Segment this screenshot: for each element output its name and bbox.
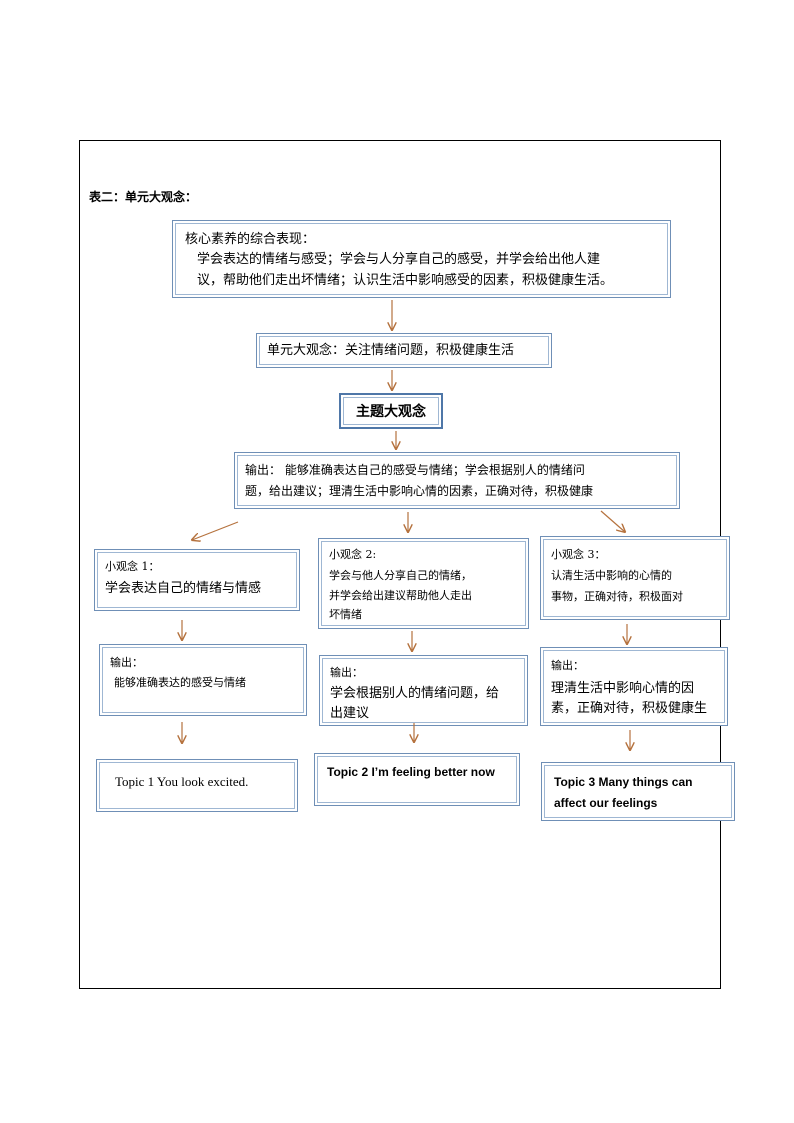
core-line-1: 学会表达的情绪与感受；学会与人分享自己的感受，并学会给出他人建 <box>197 252 601 267</box>
theme-big-idea-box: 主题大观念 <box>339 393 443 429</box>
output-1-line-1: 能够准确表达的感受与情绪 <box>114 676 246 689</box>
main-output-line-2: 题，给出建议；理清生活中影响心情的因素，正确对待，积极健康 <box>245 484 594 498</box>
unit-big-idea-box: 单元大观念：关注情绪问题，积极健康生活 <box>256 333 552 368</box>
output-3-title: 输出： <box>551 659 584 672</box>
output-3-box: 输出： 理清生活中影响心情的因 素，正确对待，积极健康生 <box>540 647 728 726</box>
output-1-title: 输出： <box>110 656 143 669</box>
core-competency-box: 核心素养的综合表现： 学会表达的情绪与感受；学会与人分享自己的感受，并学会给出他… <box>172 220 671 298</box>
small-idea-2-line-3: 坏情绪 <box>329 608 362 621</box>
small-idea-1-box: 小观念 1： 学会表达自己的情绪与情感 <box>94 549 300 611</box>
topic-3-box: Topic 3 Many things can affect our feeli… <box>541 762 735 821</box>
small-idea-3-line-1: 认清生活中影响的心情的 <box>551 569 672 582</box>
main-output-line-1: 输出： 能够准确表达自己的感受与情绪；学会根据别人的情绪问 <box>245 463 585 477</box>
output-2-line-1: 学会根据别人的情绪问题，给 <box>330 686 500 701</box>
topic-3-line-1: Topic 3 Many things can <box>554 775 693 789</box>
small-idea-2-line-1: 学会与他人分享自己的情绪， <box>329 569 472 582</box>
small-idea-2-line-2: 并学会给出建议帮助他人走出 <box>329 589 472 602</box>
small-idea-3-box: 小观念 3： 认清生活中影响的心情的 事物，正确对待，积极面对 <box>540 536 730 620</box>
arrow-output-to-idea-1 <box>192 521 239 540</box>
unit-big-idea-text: 单元大观念：关注情绪问题，积极健康生活 <box>267 343 515 358</box>
core-heading: 核心素养的综合表现： <box>185 232 316 247</box>
small-idea-1-line-1: 学会表达自己的情绪与情感 <box>105 581 262 596</box>
small-idea-3-line-2: 事物，正确对待，积极面对 <box>551 590 683 603</box>
small-idea-3-title: 小观念 3： <box>551 548 606 561</box>
topic-2-line-1: Topic 2 I’m feeling better now <box>327 765 495 779</box>
small-idea-2-box: 小观念 2: 学会与他人分享自己的情绪， 并学会给出建议帮助他人走出 坏情绪 <box>318 538 529 629</box>
small-idea-2-title: 小观念 2: <box>329 548 377 561</box>
topic-1-line-1: Topic 1 You look excited. <box>115 774 249 789</box>
section-title: 表二：单元大观念： <box>89 190 198 204</box>
theme-big-idea-text: 主题大观念 <box>356 404 426 420</box>
arrow-output-to-idea-3 <box>600 510 625 532</box>
output-1-box: 输出： 能够准确表达的感受与情绪 <box>99 644 307 716</box>
core-line-2: 议，帮助他们走出坏情绪；认识生活中影响感受的因素，积极健康生活。 <box>197 273 614 288</box>
topic-2-box: Topic 2 I’m feeling better now <box>314 753 520 806</box>
topic-1-box: Topic 1 You look excited. <box>96 759 298 812</box>
main-output-box: 输出： 能够准确表达自己的感受与情绪；学会根据别人的情绪问 题，给出建议；理清生… <box>234 452 680 509</box>
output-2-title: 输出： <box>330 666 363 679</box>
output-3-line-1: 理清生活中影响心情的因 <box>551 681 695 696</box>
output-2-line-2: 出建议 <box>330 706 370 721</box>
topic-3-line-2: affect our feelings <box>554 796 658 810</box>
output-3-line-2: 素，正确对待，积极健康生 <box>551 701 708 716</box>
output-2-box: 输出： 学会根据别人的情绪问题，给 出建议 <box>319 655 528 726</box>
small-idea-1-title: 小观念 1： <box>105 560 160 573</box>
